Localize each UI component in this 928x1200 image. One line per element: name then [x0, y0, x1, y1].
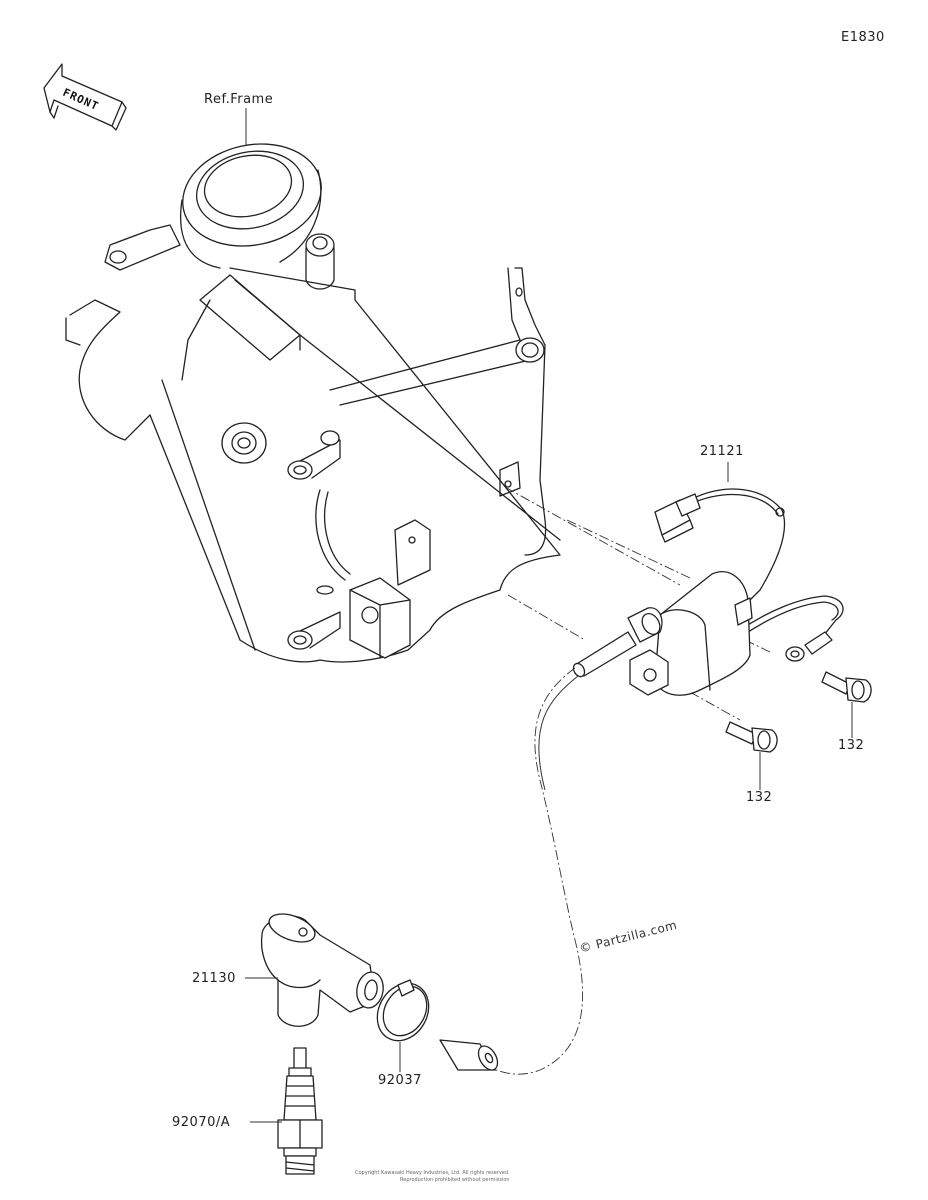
ht-lead: [538, 675, 579, 791]
bolt-lower-part-number: 132: [746, 790, 773, 805]
ht-lead-end: [439, 1039, 499, 1071]
hose-clamp: [376, 979, 430, 1042]
spark-plug: [277, 1047, 323, 1175]
copyright-line: Copyright Kawasaki Heavy Industries, Ltd…: [355, 1170, 510, 1176]
diagram-code: E1830: [841, 30, 885, 45]
alignment-line: [689, 691, 741, 721]
ignition-coil: [572, 488, 844, 696]
alignment-line: [507, 594, 586, 641]
plug-cap-part-number: 21130: [192, 971, 236, 986]
spark-plug-cap: [260, 913, 384, 1027]
spark-plug-part-number: 92070/A: [172, 1115, 231, 1130]
bolt-right-part-number: 132: [838, 738, 865, 753]
coil-bolt-lower: [725, 721, 778, 753]
ref-frame-label: Ref.Frame: [204, 92, 274, 107]
coil-part-number: 21121: [700, 444, 744, 459]
copyright-line-2: Reproduction prohibited without permissi…: [400, 1177, 510, 1183]
frame-reference: [65, 143, 561, 663]
clamp-part-number: 92037: [378, 1073, 422, 1088]
ht-lead-route: [479, 667, 584, 1075]
alignment-line: [504, 486, 681, 586]
coil-bolt-right: [821, 671, 872, 703]
alignment-line: [566, 519, 691, 579]
front-arrow-icon: FRONT: [43, 63, 127, 131]
